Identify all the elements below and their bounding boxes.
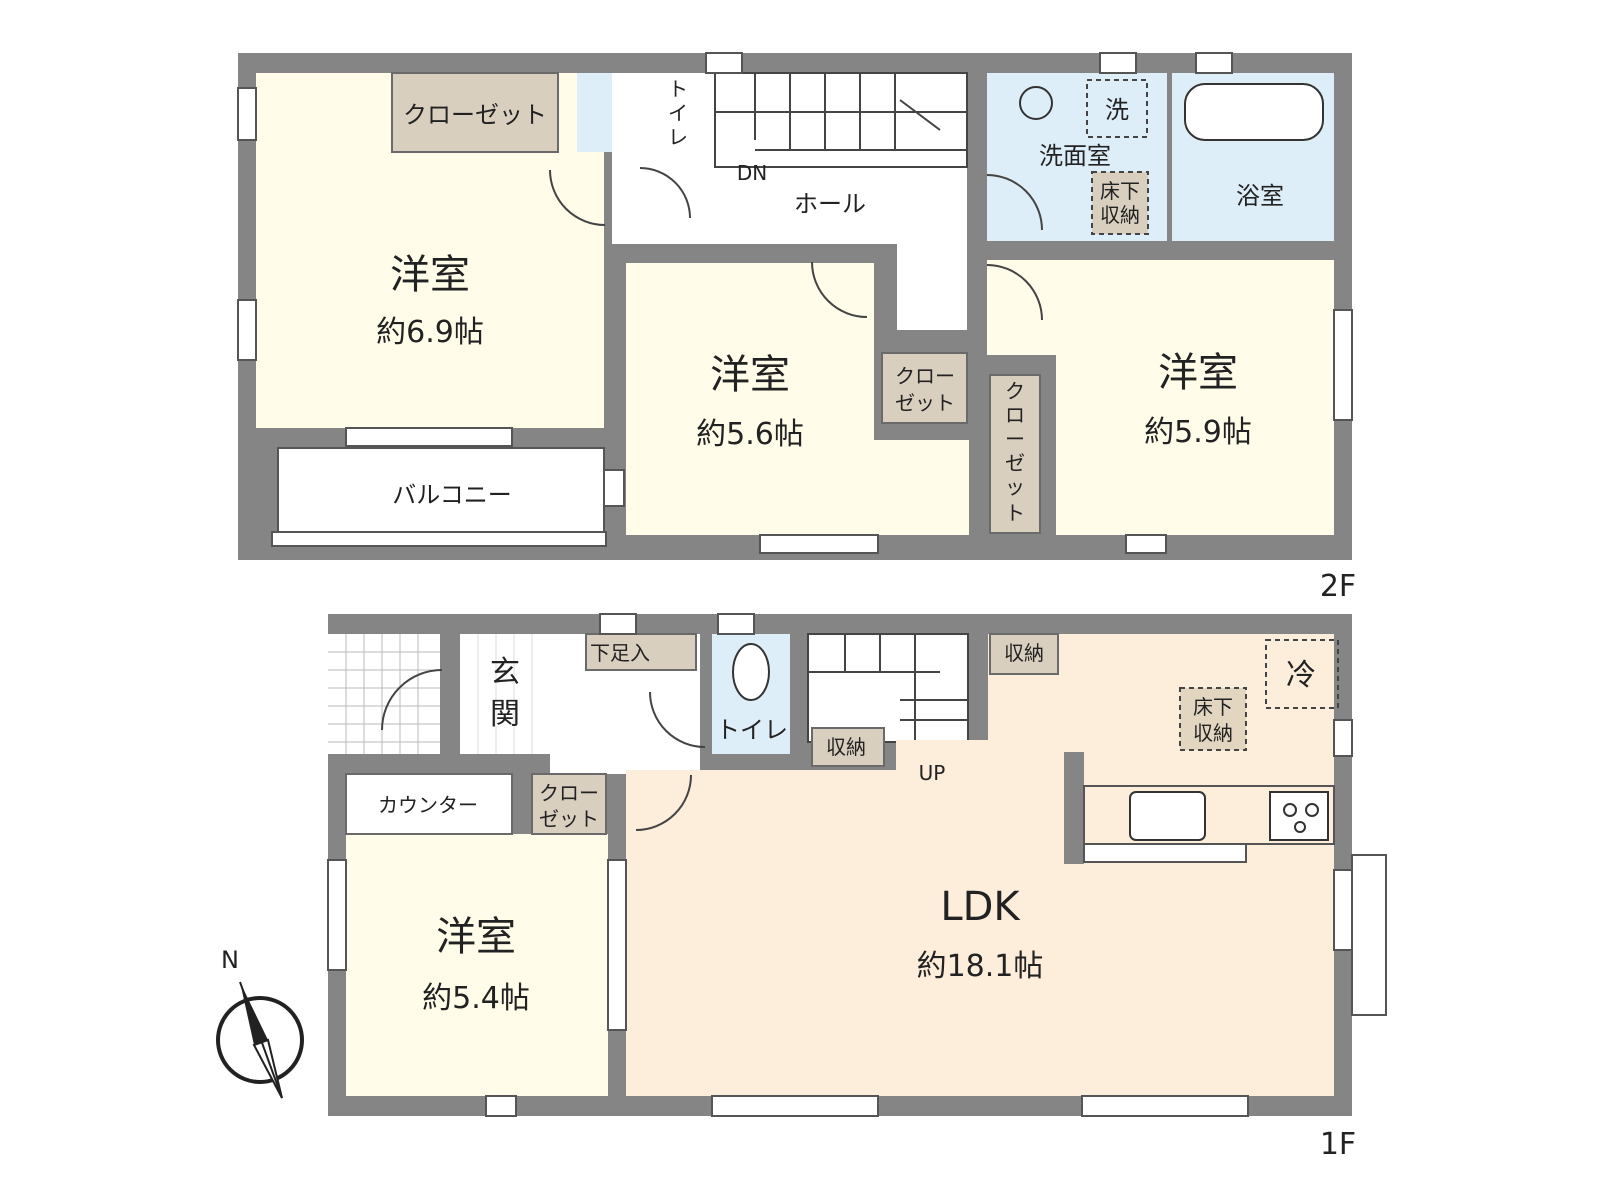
underfloor-1f-line2: 収納 (1193, 721, 1233, 745)
underfloor-storage-1f (1179, 687, 1247, 751)
compass-north-label: N (221, 946, 239, 974)
fridge-label: 冷 (1286, 658, 1316, 693)
balcony-label: バルコニー (392, 481, 512, 509)
compass-north-icon (240, 982, 268, 1045)
room-western-1f-name: 洋室 (436, 914, 516, 960)
closet-2 (881, 352, 968, 424)
stairs-dn-label: DN (737, 161, 767, 185)
closet-3-char-4: ゼ (1005, 451, 1025, 475)
floor-2f (237, 52, 1353, 560)
porch-tiles (328, 634, 440, 754)
floor-1f (327, 613, 1387, 1117)
closet-2-line2: ゼット (895, 391, 955, 415)
toilet-1f-label: トイレ (716, 716, 788, 744)
stairs-up-label: UP (919, 761, 946, 785)
underfloor-2f-line1: 床下 (1100, 179, 1140, 203)
closet-3-char-5: ッ (1005, 475, 1025, 499)
bathroom-label: 浴室 (1236, 182, 1284, 210)
laundry-space (1086, 79, 1148, 138)
hall-lower (897, 150, 967, 330)
underfloor-storage-2f (1091, 171, 1149, 235)
room-western-2-size: 約5.6帖 (696, 417, 804, 452)
entrance-line1: 玄 (490, 655, 520, 690)
ldk-mid (896, 740, 1016, 780)
room-western-3 (1056, 260, 1334, 535)
room-western-3-top (987, 260, 1067, 355)
closet-1f-line1: クロー (539, 781, 599, 805)
room-western-2-name: 洋室 (710, 352, 790, 398)
washroom-label: 洗面室 (1039, 142, 1111, 170)
toilet-icon (732, 643, 770, 701)
storage-stairs-label: 収納 (826, 735, 866, 759)
bay-window (1351, 854, 1387, 1016)
room-western-1f (346, 834, 608, 1096)
entrance (460, 634, 550, 754)
entrance-line2: 関 (490, 697, 520, 732)
hall-label: ホール (794, 190, 866, 218)
stairs-1f (807, 633, 969, 743)
laundry-label: 洗 (1105, 96, 1129, 124)
ldk-name: LDK (940, 884, 1021, 930)
closet-1 (391, 72, 559, 153)
kitchen-sink-icon (1129, 791, 1206, 841)
closet-2-line1: クロー (895, 364, 955, 388)
closet-3-char-1: ク (1005, 379, 1025, 403)
windows-2f (237, 52, 1353, 554)
compass (216, 981, 304, 1099)
stairs-2f (714, 72, 968, 168)
closet-3-char-2: ロ (1005, 403, 1025, 427)
floor-2f-label: 2F (1320, 569, 1356, 604)
room-western-3-name: 洋室 (1158, 350, 1238, 396)
labels: 洋室 約6.9帖 クローゼット ト イ レ DN ホール 洗面室 洗 床下 収納… (221, 77, 1356, 1162)
storage-kitchen (989, 633, 1059, 675)
storage-stairs (811, 727, 885, 767)
room-western-2 (626, 263, 874, 535)
bathtub-icon (1184, 83, 1324, 141)
toilet-2f-label-2: イ (668, 101, 688, 125)
closet-1-label: クローゼット (403, 101, 547, 129)
closet-3-char-6: ト (1005, 501, 1025, 525)
room-western-1-size: 約6.9帖 (376, 315, 484, 350)
room-western-1-name: 洋室 (390, 252, 470, 298)
kitchen-wall (1064, 752, 1084, 864)
fridge-space (1265, 639, 1339, 709)
shoe-storage-label: 下足入 (590, 641, 650, 665)
closet-1f (531, 773, 607, 835)
underfloor-2f-line2: 収納 (1100, 203, 1140, 227)
doors-2f (549, 167, 1043, 321)
sink-icon (1019, 86, 1053, 120)
closet-3-char-3: ー (1005, 427, 1025, 451)
room-western-1f-size: 約5.4帖 (422, 981, 530, 1016)
storage-kitchen-label: 収納 (1004, 641, 1044, 665)
floor-1f-label: 1F (1320, 1127, 1356, 1162)
toilet-2f-label-1: ト (668, 77, 688, 101)
porch (328, 634, 440, 754)
underfloor-1f-line1: 床下 (1193, 695, 1233, 719)
counter (345, 773, 513, 835)
windows-1f (327, 613, 1353, 1117)
toilet-2f-label-3: レ (668, 125, 688, 149)
balcony (277, 447, 605, 547)
closet-1f-line2: ゼット (539, 807, 599, 831)
closet-3 (989, 374, 1041, 534)
ldk-size: 約18.1帖 (917, 949, 1044, 984)
shoe-storage (585, 633, 697, 671)
room-western-3-size: 約5.9帖 (1144, 415, 1252, 450)
counter-label: カウンター (378, 793, 478, 817)
doors-1f (381, 669, 706, 831)
room-western-2-notch (874, 440, 969, 535)
